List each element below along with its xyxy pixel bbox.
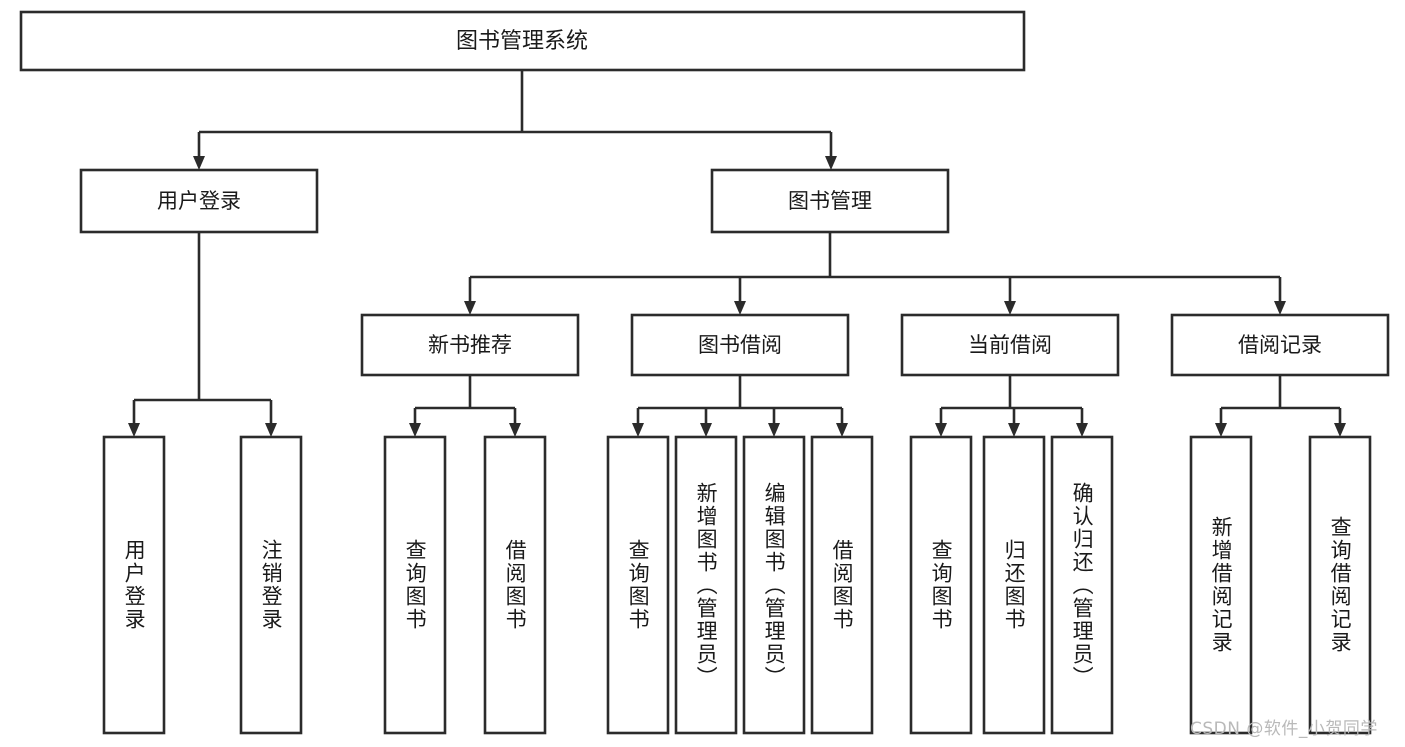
csdn-watermark: CSDN @软件_小贺同学 xyxy=(1190,719,1378,739)
node-borrow-record[interactable] xyxy=(1170,313,1390,377)
node-root-label: 图书管理系统 xyxy=(456,29,588,54)
arrow-user-login xyxy=(193,156,205,170)
arrow-borrow-record xyxy=(1274,301,1286,315)
node-user-login[interactable] xyxy=(79,168,319,234)
arrow-book-manage xyxy=(825,156,837,170)
arrow-current-borrow xyxy=(1004,301,1016,315)
arrow-leaf-return-book xyxy=(1008,423,1020,437)
arrow-leaf-add-record xyxy=(1215,423,1227,437)
arrow-leaf-query-book-1 xyxy=(409,423,421,437)
node-user-login-label: 用户登录 xyxy=(157,189,241,213)
node-leaf-add-book[interactable] xyxy=(674,435,738,735)
node-borrow-record-label: 借阅记录 xyxy=(1238,333,1322,357)
arrow-leaf-borrow-book-2 xyxy=(836,423,848,437)
node-leaf-query-book-2[interactable] xyxy=(606,435,670,735)
nodes-layer: 图书管理系统 用户登录 图书管理 新书推荐 图书借阅 当前借阅 借阅记录 xyxy=(19,10,1390,735)
node-leaf-query-record[interactable] xyxy=(1308,435,1372,735)
arrow-leaf-query-record xyxy=(1334,423,1346,437)
node-leaf-query-book-1[interactable] xyxy=(383,435,447,735)
edges-layer xyxy=(128,70,1346,437)
arrow-new-book-rec xyxy=(464,301,476,315)
arrow-leaf-add-book xyxy=(700,423,712,437)
arrow-leaf-borrow-book-1 xyxy=(509,423,521,437)
node-leaf-borrow-book-1[interactable] xyxy=(483,435,547,735)
node-book-manage-label: 图书管理 xyxy=(788,189,872,213)
node-book-manage[interactable] xyxy=(710,168,950,234)
arrow-leaf-edit-book xyxy=(768,423,780,437)
node-leaf-confirm-return[interactable] xyxy=(1050,435,1114,735)
node-current-borrow-label: 当前借阅 xyxy=(968,333,1052,357)
node-new-book-rec[interactable] xyxy=(360,313,580,377)
arrow-leaf-query-book-3 xyxy=(935,423,947,437)
node-book-borrow-label: 图书借阅 xyxy=(698,333,782,357)
arrow-leaf-confirm-return xyxy=(1076,423,1088,437)
arrow-leaf-query-book-2 xyxy=(632,423,644,437)
node-leaf-add-record[interactable] xyxy=(1189,435,1253,735)
node-leaf-edit-book[interactable] xyxy=(742,435,806,735)
node-book-borrow[interactable] xyxy=(630,313,850,377)
arrow-leaf-user-logout xyxy=(265,423,277,437)
node-leaf-return-book[interactable] xyxy=(982,435,1046,735)
node-new-book-rec-label: 新书推荐 xyxy=(428,333,512,357)
node-leaf-query-book-3[interactable] xyxy=(909,435,973,735)
arrow-leaf-user-login xyxy=(128,423,140,437)
arrow-book-borrow xyxy=(734,301,746,315)
node-leaf-borrow-book-2[interactable] xyxy=(810,435,874,735)
node-root[interactable] xyxy=(19,10,1026,72)
node-current-borrow[interactable] xyxy=(900,313,1120,377)
node-leaf-user-login[interactable] xyxy=(102,435,166,735)
node-leaf-user-logout[interactable] xyxy=(239,435,303,735)
